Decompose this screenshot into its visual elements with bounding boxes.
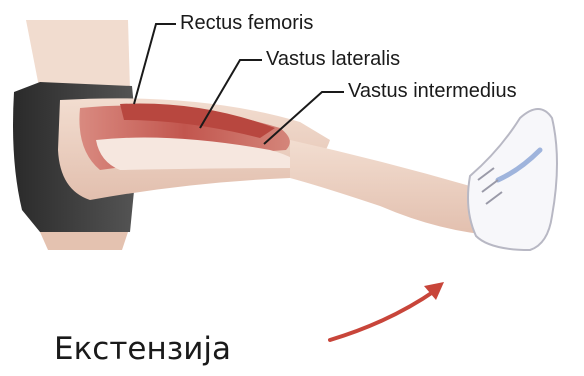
caption-extension: Екстензија — [54, 334, 231, 365]
hip-skin — [26, 20, 130, 92]
leader-line-rectus-femoris — [134, 24, 176, 104]
label-rectus-femoris: Rectus femoris — [180, 13, 313, 33]
label-vastus-lateralis: Vastus lateralis — [266, 49, 400, 69]
extension-arrow — [330, 290, 436, 340]
label-vastus-intermedius: Vastus intermedius — [348, 81, 517, 101]
knee-skin — [40, 232, 128, 250]
shoe — [468, 109, 557, 250]
